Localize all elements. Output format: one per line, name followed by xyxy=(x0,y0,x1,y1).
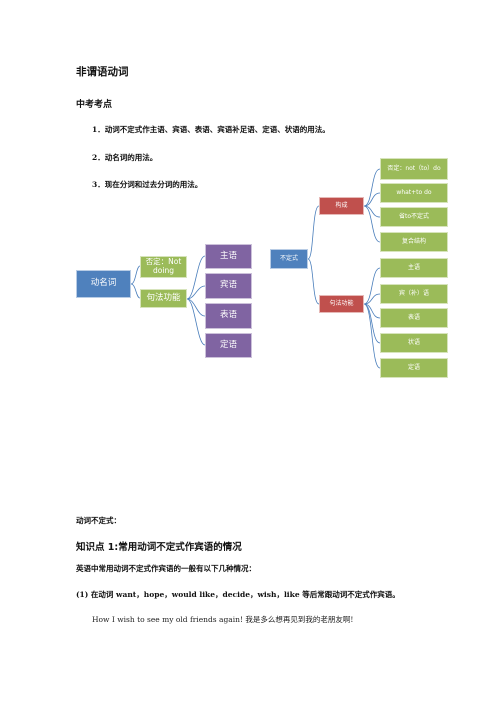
gerund-role-attributive: 定语 xyxy=(205,333,252,358)
inf-func-predicative: 表语 xyxy=(380,308,448,328)
inf-func-adverbial: 状语 xyxy=(380,333,448,353)
inf-func-attributive: 定语 xyxy=(380,358,448,378)
rule-1-text: (1) 在动词 want，hope，would like，decide，wish… xyxy=(76,590,400,599)
inf-structure-what-to-do: what+to do xyxy=(380,183,448,203)
inf-func-object-complement: 宾（补）语 xyxy=(380,284,448,304)
knowledge-point-heading: 知识点 1:常用动词不定式作宾语的情况 xyxy=(76,542,242,553)
gerund-role-predicative: 表语 xyxy=(205,303,252,329)
gerund-role-subject: 主语 xyxy=(205,244,252,269)
infinitive-function-node: 句法功能 xyxy=(319,295,364,313)
exam-point-3: 3．现在分词和过去分词的用法。 xyxy=(92,180,203,189)
infinitive-node: 不定式 xyxy=(270,249,308,269)
mind-map-connectors xyxy=(130,168,381,369)
mind-map-diagram: 动名词 否定：Not doing 句法功能 主语 宾语 表语 定语 不定式 构成… xyxy=(76,158,448,378)
gerund-node: 动名词 xyxy=(76,270,131,298)
exam-point-2: 2．动名词的用法。 xyxy=(92,153,158,162)
inf-structure-bare: 省to不定式 xyxy=(380,207,448,227)
section-heading: 中考考点 xyxy=(76,100,113,110)
page-title: 非谓语动词 xyxy=(76,66,129,78)
infinitive-heading: 动词不定式： xyxy=(76,516,121,525)
gerund-negation-node: 否定：Not doing xyxy=(140,256,187,278)
gerund-role-object: 宾语 xyxy=(205,273,252,299)
inf-structure-complex: 复合结构 xyxy=(380,232,448,252)
exam-point-1: 1．动词不定式作主语、宾语、表语、宾语补足语、定语、状语的用法。 xyxy=(92,125,330,134)
intro-text: 英语中常用动词不定式作宾语的一般有以下几种情况： xyxy=(76,564,256,573)
gerund-function-node: 句法功能 xyxy=(140,289,187,308)
infinitive-structure-node: 构成 xyxy=(319,197,364,215)
inf-structure-negation: 否定：not（to）do xyxy=(380,158,448,180)
inf-func-subject: 主语 xyxy=(380,258,448,278)
example-sentence: How I wish to see my old friends again! … xyxy=(92,615,354,624)
